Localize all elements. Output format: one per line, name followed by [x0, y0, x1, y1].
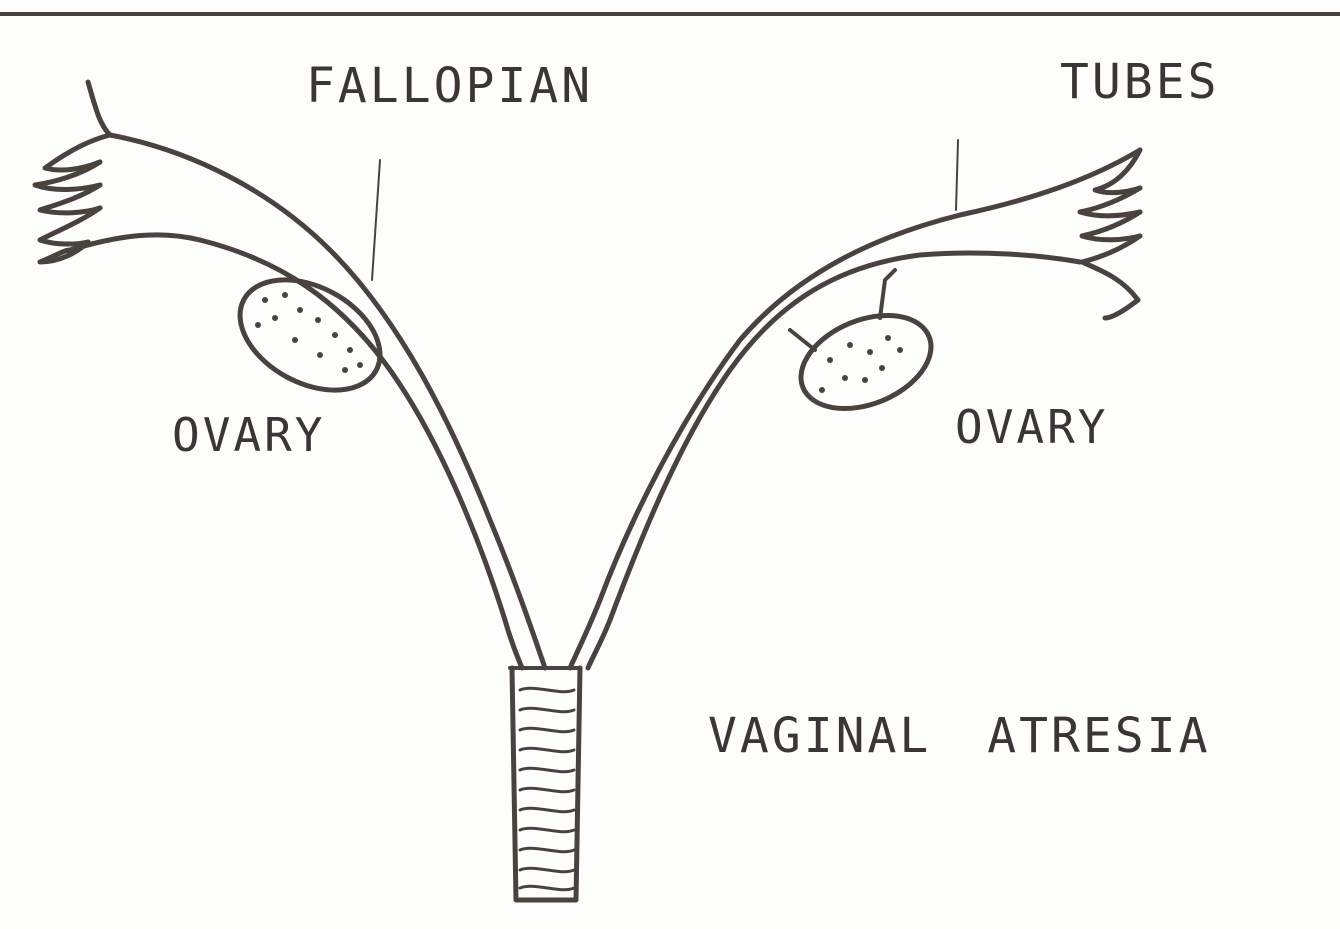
left-ovary-label: OVARY — [172, 412, 325, 458]
fallopian-label: FALLOPIAN — [306, 62, 593, 110]
vaginal-canal — [510, 668, 580, 900]
tubes-pointer-line — [956, 140, 958, 210]
fallopian-pointer-line — [372, 160, 380, 280]
vaginal-atresia-label: VAGINAL ATRESIA — [708, 712, 1210, 760]
left-fallopian-tube — [70, 82, 545, 668]
right-ovary-label: OVARY — [955, 404, 1108, 450]
tubes-label: TUBES — [1060, 58, 1220, 106]
